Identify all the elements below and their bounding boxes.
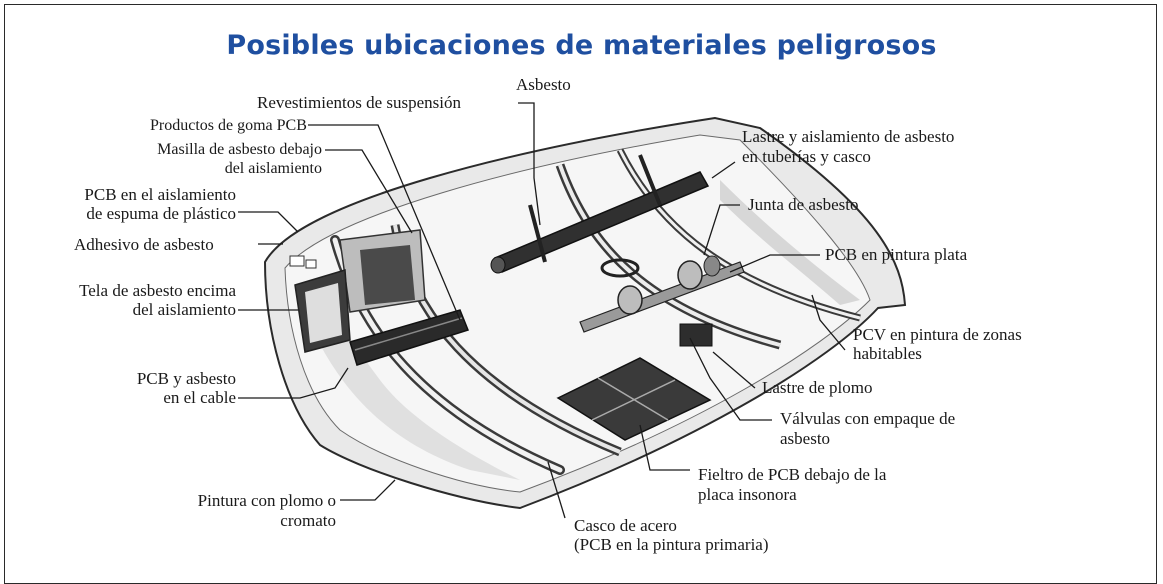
sound-plate [556, 357, 712, 441]
insulation-panels [289, 229, 426, 353]
label-tela-1: Tela de asbesto encima [79, 281, 236, 300]
label-revestimientos: Revestimientos de suspensión [257, 93, 461, 112]
label-lastre-plomo: Lastre de plomo [762, 378, 873, 397]
label-valvulas-1: Válvulas con empaque de [780, 409, 956, 428]
cable-tray [349, 309, 469, 366]
label-pcb-cable-1: PCB y asbesto [136, 369, 236, 388]
lead-ballast [679, 323, 713, 347]
label-fieltro-2: placa insonora [698, 485, 797, 504]
valve-assembly [579, 255, 745, 333]
label-junta: Junta de asbesto [748, 195, 859, 214]
label-adhesivo: Adhesivo de asbesto [74, 235, 214, 254]
ship-hull-illustration [238, 102, 907, 519]
label-pintura-plomo-1: Pintura con plomo o [197, 491, 336, 510]
label-tela-2: del aislamiento [132, 300, 236, 319]
diagram-title: Posibles ubicaciones de materiales pelig… [226, 30, 937, 61]
label-asbesto: Asbesto [516, 75, 571, 94]
label-lastre-2: en tuberías y casco [742, 147, 871, 166]
label-goma-pcb: Productos de goma PCB [150, 117, 307, 134]
label-pcb-espuma-2: de espuma de plástico [86, 204, 236, 223]
leader-lines [238, 102, 846, 519]
label-pintura-plomo-2: cromato [280, 511, 336, 530]
label-lastre-1: Lastre y aislamiento de asbesto [742, 127, 955, 146]
label-pcv-1: PCV en pintura de zonas [853, 325, 1022, 344]
label-fieltro-1: Fieltro de PCB debajo de la [698, 465, 887, 484]
label-masilla-2: del aislamiento [224, 160, 322, 177]
label-valvulas-2: asbesto [780, 429, 831, 448]
label-casco-2: (PCB en la pintura primaria) [574, 535, 769, 554]
label-pcb-plata: PCB en pintura plata [825, 245, 968, 264]
label-pcb-espuma-1: PCB en el aislamiento [84, 185, 236, 204]
label-masilla-1: Masilla de asbesto debajo [157, 141, 322, 158]
label-pcb-cable-2: en el cable [163, 388, 236, 407]
label-pcv-2: habitables [853, 344, 922, 363]
overhead-pipe [490, 154, 710, 274]
label-casco-1: Casco de acero [574, 516, 677, 535]
